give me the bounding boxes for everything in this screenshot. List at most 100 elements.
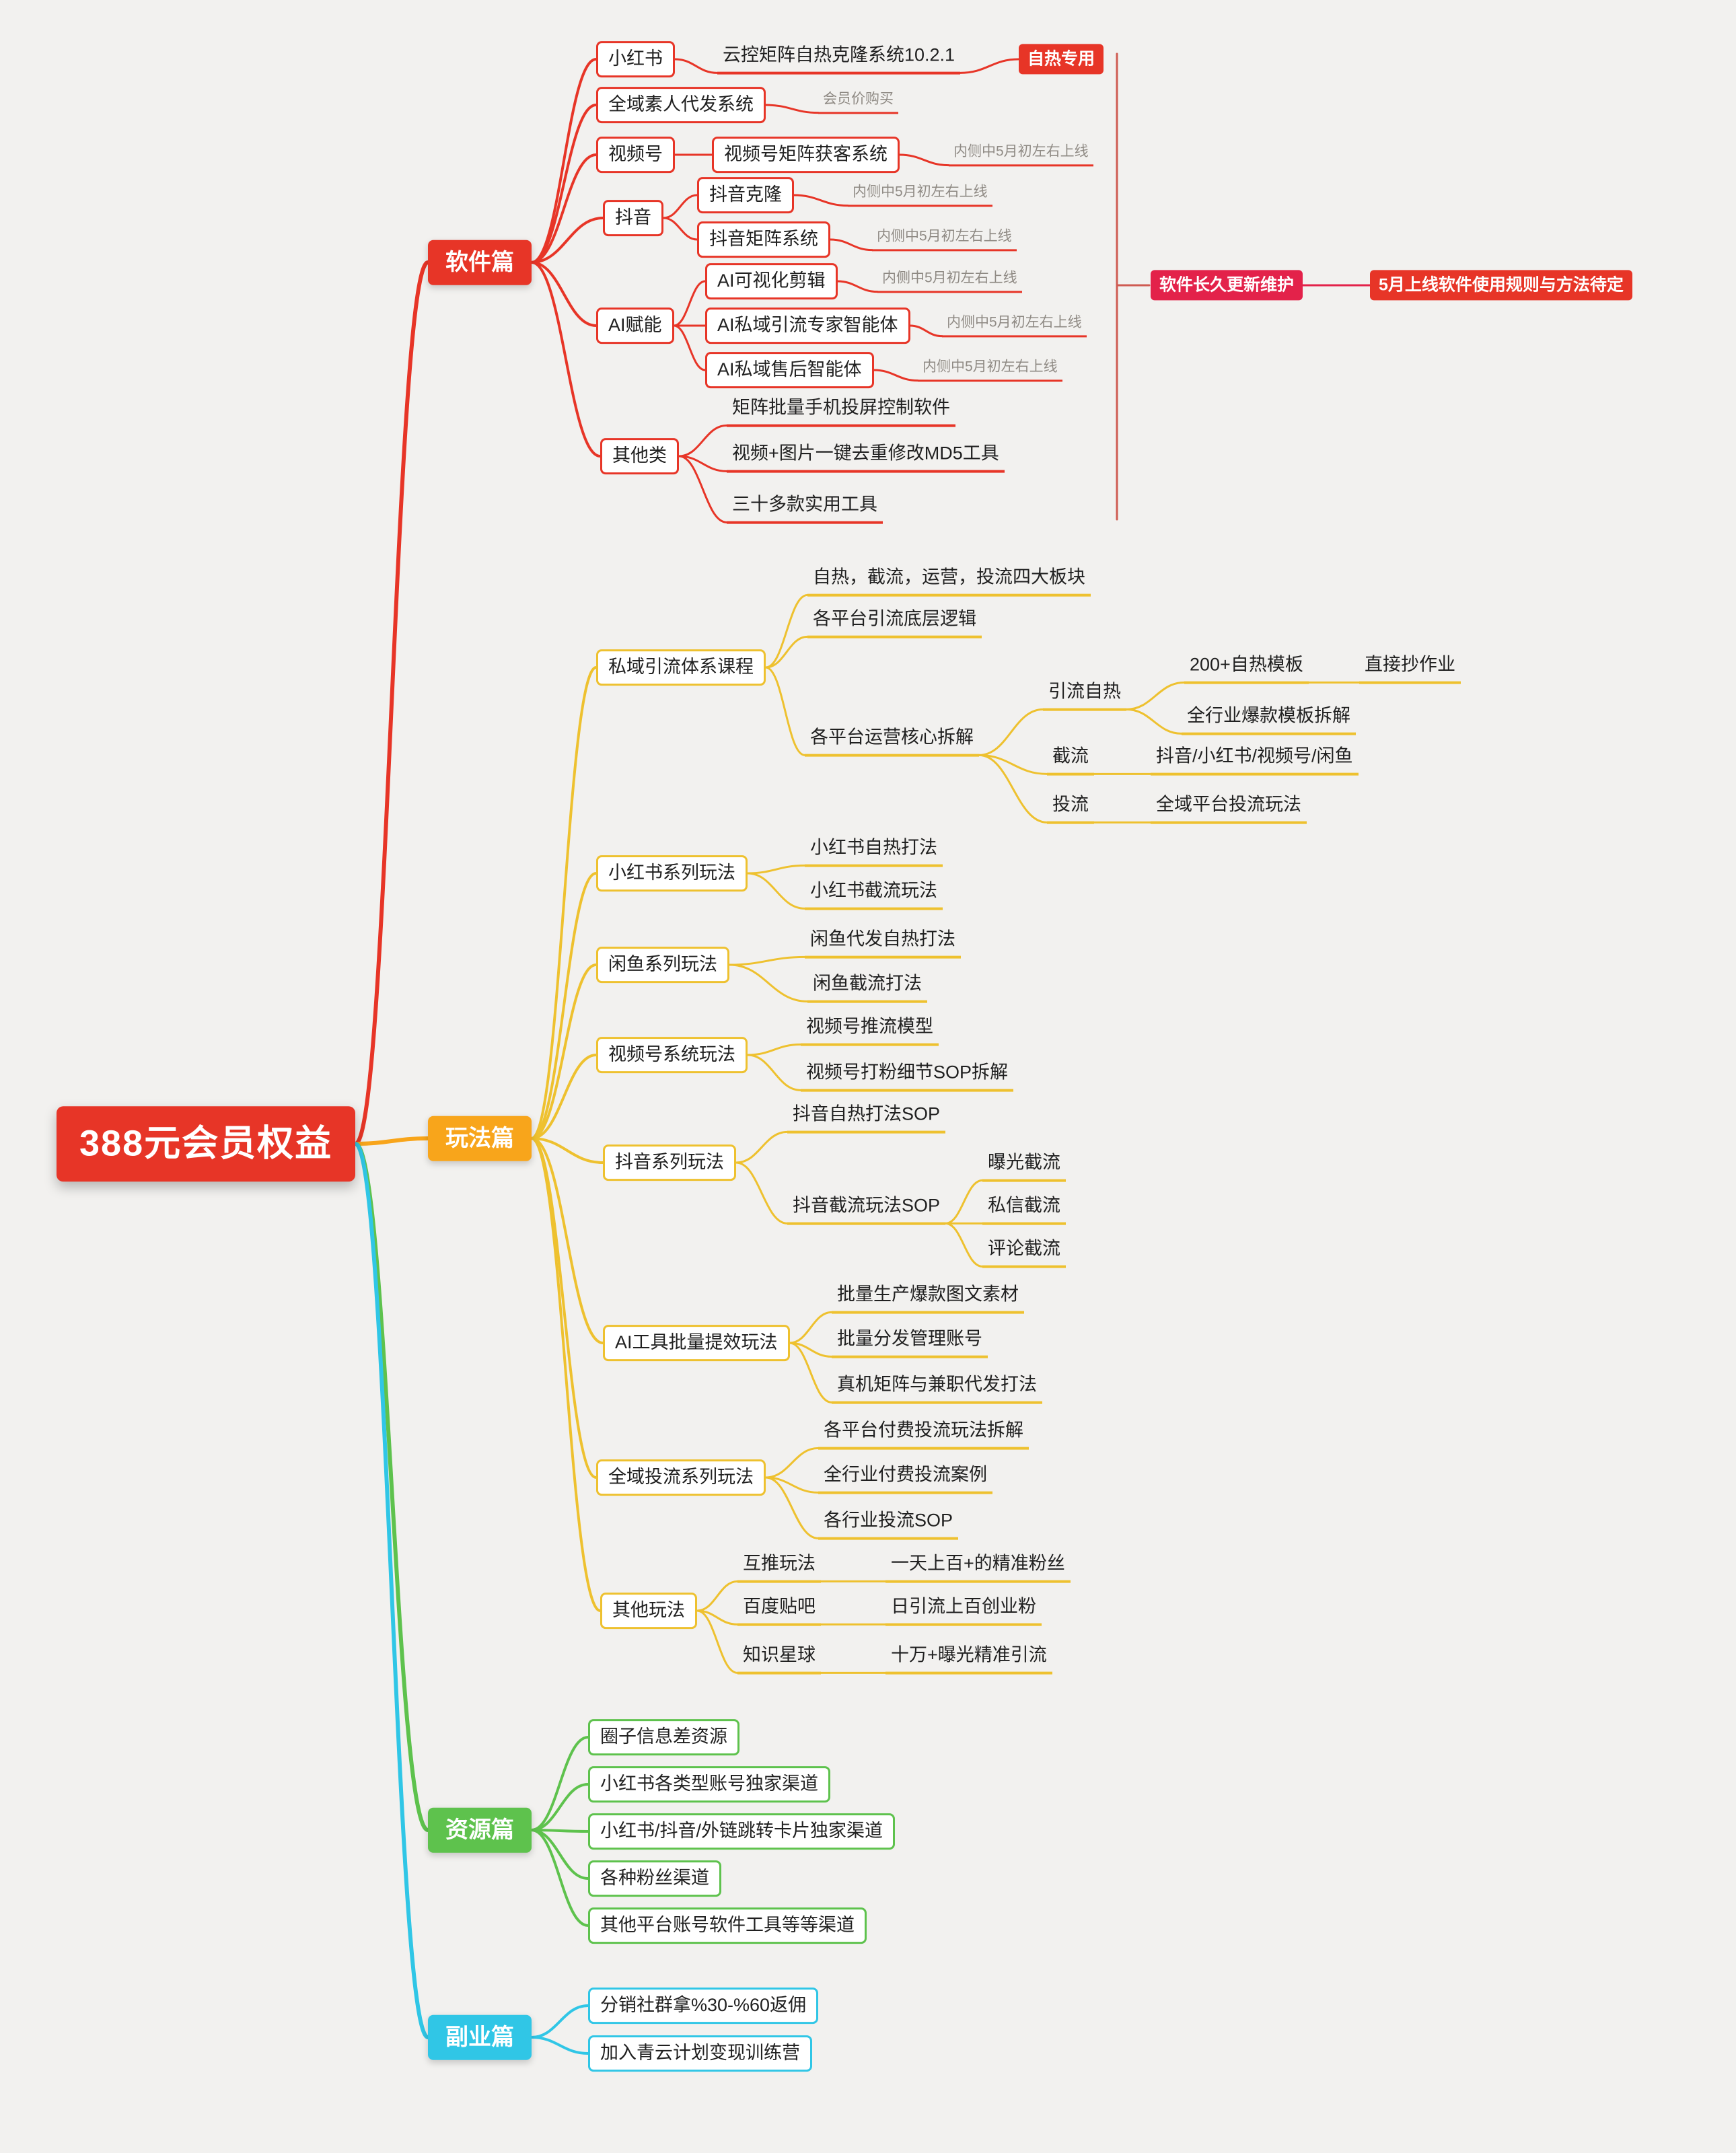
other-play[interactable]: 其他玩法 <box>600 1593 697 1629</box>
res-branch[interactable]: 资源篇 <box>428 1807 532 1853</box>
maintain-chip[interactable]: 软件长久更新维护 <box>1151 270 1303 301</box>
douyin-box[interactable]: 抖音 <box>603 200 663 236</box>
side-1[interactable]: 分销社群拿%30-%60返佣 <box>588 1987 819 2024</box>
edge-shipinhao-matrix-system-shipinhao-beta-note <box>898 153 950 167</box>
edge-ai-edit-ai-edit-note <box>836 280 879 293</box>
edge-res-branch-res-5 <box>530 1829 589 1927</box>
industry-sop[interactable]: 各行业投流SOP <box>818 1510 959 1540</box>
edge-douyin-jieliu-sop-baoguang-jieliu <box>944 1179 984 1225</box>
edge-touliu-series-industry-paid-case <box>764 1476 820 1494</box>
templates-200[interactable]: 200+自热模板 <box>1184 654 1309 684</box>
jieliu-platforms[interactable]: 抖音/小红书/视频号/闲鱼 <box>1151 745 1359 776</box>
xhs-clone-system[interactable]: 云控矩阵自热克隆系统10.2.1 <box>717 44 961 75</box>
touliu-series[interactable]: 全域投流系列玩法 <box>596 1459 766 1496</box>
douyin-zire-sop[interactable]: 抖音自热打法SOP <box>787 1103 946 1134</box>
batch-manage[interactable]: 批量分发管理账号 <box>832 1328 988 1358</box>
proxy-post-system[interactable]: 全域素人代发系统 <box>596 87 766 123</box>
thirty-tools[interactable]: 三十多款实用工具 <box>727 494 883 524</box>
edge-xhs-clone-system-self-heat-chip <box>959 58 1020 74</box>
douyin-jieliu-sop[interactable]: 抖音截流玩法SOP <box>787 1195 946 1225</box>
software-branch[interactable]: 软件篇 <box>428 240 532 285</box>
jieliu[interactable]: 截流 <box>1047 745 1094 776</box>
edge-software-branch-shipinhao-box <box>530 153 598 264</box>
shipinhao-box[interactable]: 视频号 <box>596 137 675 173</box>
md5-tool[interactable]: 视频+图片一键去重修改MD5工具 <box>727 443 1005 473</box>
baokuan-analysis[interactable]: 全行业爆款模板拆解 <box>1182 705 1356 735</box>
res-1[interactable]: 圈子信息差资源 <box>588 1719 739 1755</box>
ai-tools-series[interactable]: AI工具批量提效玩法 <box>603 1325 790 1361</box>
side-2[interactable]: 加入青云计划变现训练营 <box>588 2035 812 2072</box>
hutui[interactable]: 互推玩法 <box>737 1553 821 1583</box>
platform-paid-analysis[interactable]: 各平台付费投流玩法拆解 <box>818 1420 1029 1450</box>
ai-edit[interactable]: AI可视化剪辑 <box>705 263 838 299</box>
xhs-box[interactable]: 小红书 <box>596 41 675 77</box>
ai-traffic-note[interactable]: 内侧中5月初左右上线 <box>942 314 1087 338</box>
ai-box[interactable]: AI赋能 <box>596 307 674 344</box>
xianyu-jieliu[interactable]: 闲鱼截流打法 <box>807 973 927 1003</box>
root-node[interactable]: 388元会员权益 <box>57 1106 356 1181</box>
edge-douyin-matrix-douyin-matrix-note <box>829 238 873 252</box>
edge-xhs-series-xhs-zire <box>746 864 806 875</box>
sph-push-model[interactable]: 视频号推流模型 <box>801 1016 939 1046</box>
course-box[interactable]: 私域引流体系课程 <box>596 649 766 686</box>
douyin-matrix[interactable]: 抖音矩阵系统 <box>697 221 830 258</box>
douyin-series[interactable]: 抖音系列玩法 <box>603 1144 736 1181</box>
zsxq-result[interactable]: 十万+曝光精准引流 <box>885 1644 1052 1675</box>
batch-produce[interactable]: 批量生产爆款图文素材 <box>832 1284 1024 1314</box>
ai-aftersale-agent[interactable]: AI私域售后智能体 <box>705 352 874 388</box>
hutui-result[interactable]: 一天上百+的精准粉丝 <box>885 1553 1071 1583</box>
sixin-jieliu[interactable]: 私信截流 <box>982 1195 1066 1225</box>
four-modules[interactable]: 自热，截流，运营，投流四大板块 <box>807 567 1091 597</box>
douyin-matrix-note[interactable]: 内侧中5月初左右上线 <box>872 227 1017 252</box>
edge-other-box-md5-tool <box>678 455 728 472</box>
edge-core-analysis-touliu <box>978 754 1048 824</box>
touliu-play[interactable]: 全域平台投流玩法 <box>1151 794 1307 824</box>
industry-paid-case[interactable]: 全行业付费投流案例 <box>818 1464 992 1494</box>
zsxq[interactable]: 知识星球 <box>737 1644 821 1675</box>
touliu[interactable]: 投流 <box>1047 794 1094 824</box>
edge-course-box-core-analysis <box>764 666 806 756</box>
edge-yinliu-zire-baokuan-analysis <box>1125 708 1183 735</box>
douyin-clone[interactable]: 抖音克隆 <box>697 177 794 213</box>
res-3[interactable]: 小红书/抖音/外链跳转卡片独家渠道 <box>588 1813 896 1850</box>
shipinhao-beta-note[interactable]: 内侧中5月初左右上线 <box>949 143 1093 167</box>
core-analysis[interactable]: 各平台运营核心拆解 <box>805 727 979 757</box>
res-5[interactable]: 其他平台账号软件工具等等渠道 <box>588 1907 867 1944</box>
xhs-zire[interactable]: 小红书自热打法 <box>805 837 943 867</box>
yinliu-zire[interactable]: 引流自热 <box>1043 681 1126 711</box>
sph-sop[interactable]: 视频号打粉细节SOP拆解 <box>801 1062 1014 1092</box>
self-heat-chip[interactable]: 自热专用 <box>1019 44 1104 75</box>
copy-homework[interactable]: 直接抄作业 <box>1359 654 1461 684</box>
pinglun-jieliu[interactable]: 评论截流 <box>982 1238 1066 1268</box>
shipinhao-matrix-system[interactable]: 视频号矩阵获客系统 <box>712 137 900 173</box>
douyin-clone-note[interactable]: 内侧中5月初左右上线 <box>848 183 992 207</box>
baoguang-jieliu[interactable]: 曝光截流 <box>982 1152 1066 1182</box>
real-matrix[interactable]: 真机矩阵与兼职代发打法 <box>832 1374 1042 1404</box>
play-branch[interactable]: 玩法篇 <box>428 1116 532 1161</box>
xhs-jieliu[interactable]: 小红书截流玩法 <box>805 880 943 910</box>
sph-series[interactable]: 视频号系统玩法 <box>596 1037 748 1073</box>
edge-other-play-hutui <box>696 1580 739 1612</box>
edge-touliu-series-industry-sop <box>764 1476 820 1539</box>
platform-logic[interactable]: 各平台引流底层逻辑 <box>807 608 982 638</box>
edge-ai-box-ai-edit <box>673 280 707 327</box>
res-4[interactable]: 各种粉丝渠道 <box>588 1860 721 1897</box>
side-branch[interactable]: 副业篇 <box>428 2014 532 2060</box>
edge-side-branch-side-1 <box>530 2004 589 2039</box>
ai-traffic-agent[interactable]: AI私域引流专家智能体 <box>705 307 910 344</box>
edge-root-node-side-branch <box>353 1142 430 2039</box>
tieba[interactable]: 百度贴吧 <box>737 1596 821 1626</box>
edge-play-branch-sph-series <box>530 1054 598 1140</box>
may-rule-chip[interactable]: 5月上线软件使用规则与方法待定 <box>1370 270 1632 301</box>
ai-aftersale-note[interactable]: 内侧中5月初左右上线 <box>918 358 1062 382</box>
member-price-note[interactable]: 会员价购买 <box>818 90 898 114</box>
res-2[interactable]: 小红书各类型账号独家渠道 <box>588 1766 830 1802</box>
xhs-series[interactable]: 小红书系列玩法 <box>596 855 748 891</box>
other-box[interactable]: 其他类 <box>600 438 679 474</box>
edge-root-node-play-branch <box>353 1136 430 1146</box>
xianyu-proxy[interactable]: 闲鱼代发自热打法 <box>805 928 961 959</box>
ai-edit-note[interactable]: 内侧中5月初左右上线 <box>877 269 1022 293</box>
tieba-result[interactable]: 日引流上百创业粉 <box>885 1596 1042 1626</box>
screen-control-tool[interactable]: 矩阵批量手机投屏控制软件 <box>727 397 955 427</box>
xianyu-series[interactable]: 闲鱼系列玩法 <box>596 947 729 983</box>
